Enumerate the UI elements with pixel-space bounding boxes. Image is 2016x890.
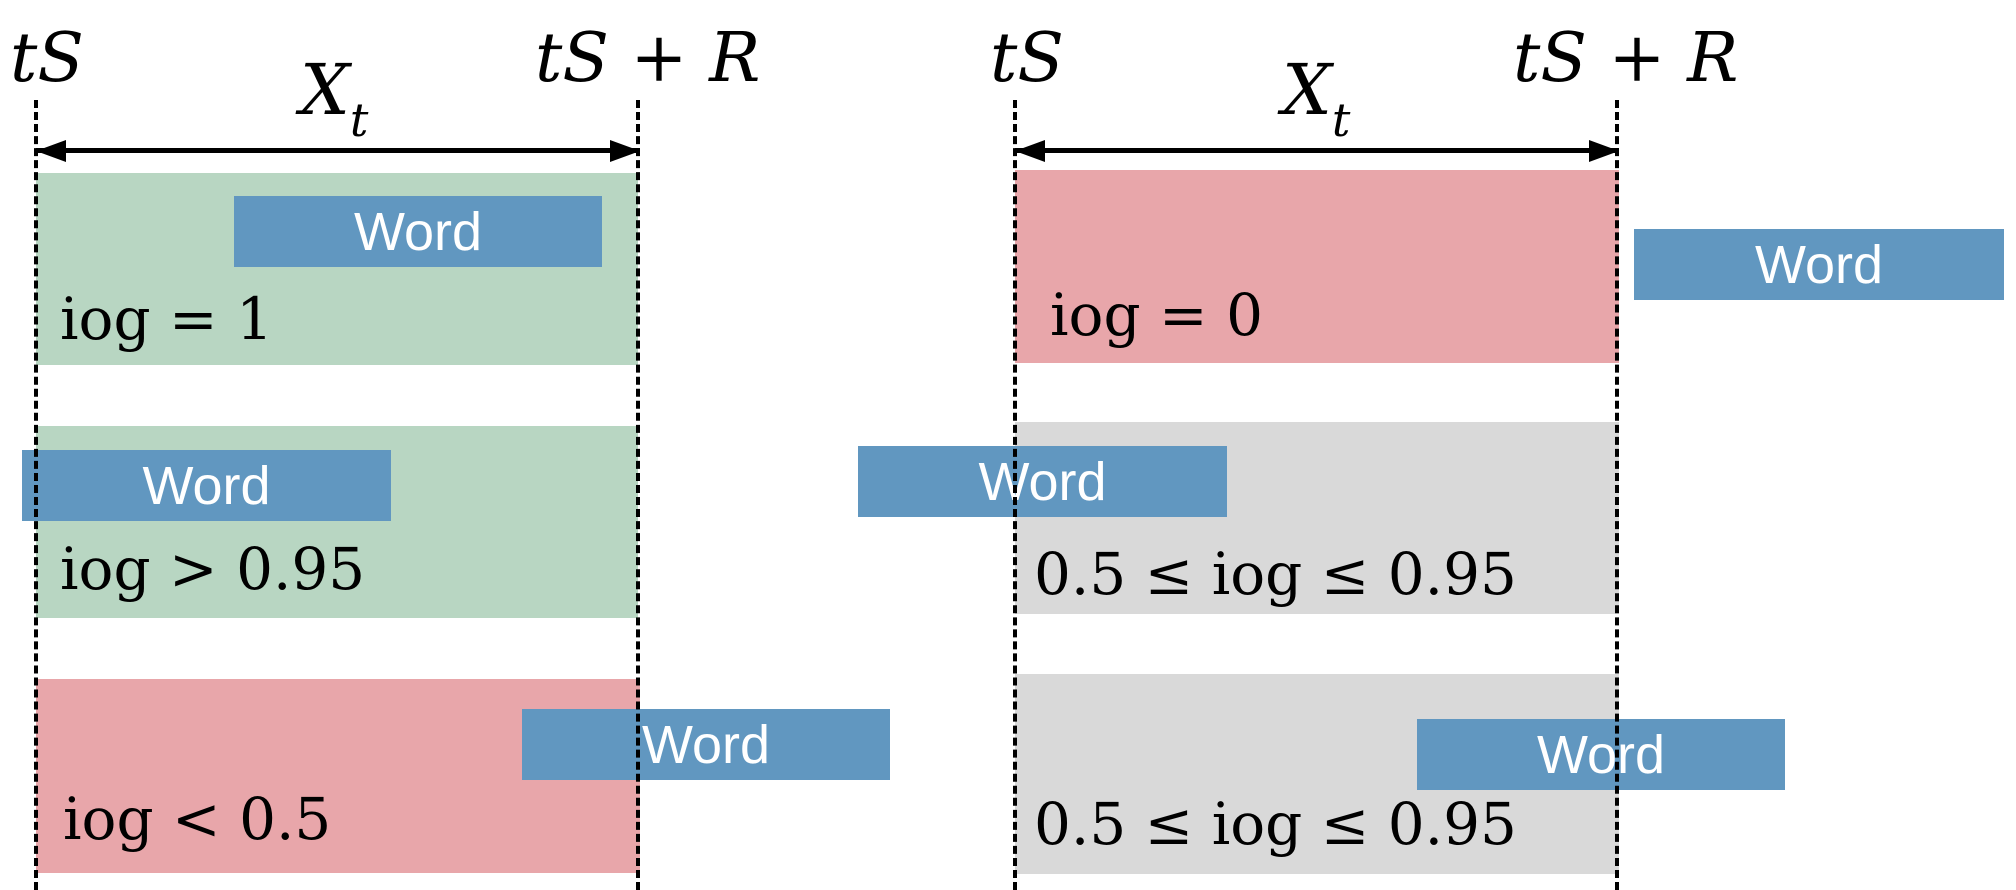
right-span-arrow bbox=[1015, 140, 1619, 162]
left-row-2-formula: iog > 0.95 bbox=[60, 535, 366, 603]
right-start-label: tS bbox=[990, 19, 1064, 98]
left-row-1-formula: iog = 1 bbox=[60, 285, 273, 353]
right-span-symbol: X bbox=[1282, 49, 1332, 131]
left-span-label: Xt bbox=[300, 55, 368, 143]
left-row-2-word: Word bbox=[22, 450, 391, 521]
right-row-3-formula: 0.5 ≤ iog ≤ 0.95 bbox=[1034, 790, 1517, 858]
right-end-marker bbox=[1615, 100, 1619, 890]
left-start-marker bbox=[34, 100, 38, 890]
left-row-3-word: Word bbox=[522, 709, 890, 780]
left-end-marker bbox=[636, 100, 640, 890]
left-span-subscript: t bbox=[349, 93, 369, 147]
right-end-label: tS + R bbox=[1513, 19, 1739, 98]
left-end-label: tS + R bbox=[535, 19, 761, 98]
left-span-arrow bbox=[36, 140, 640, 162]
left-start-label: tS bbox=[10, 19, 84, 98]
left-span-symbol: X bbox=[300, 49, 350, 131]
right-row-1-window bbox=[1015, 170, 1619, 363]
right-row-1-formula: iog = 0 bbox=[1050, 281, 1263, 349]
right-row-3-word: Word bbox=[1417, 719, 1785, 790]
right-row-2-word: Word bbox=[858, 446, 1227, 517]
right-row-2-formula: 0.5 ≤ iog ≤ 0.95 bbox=[1034, 540, 1517, 608]
left-row-1-word: Word bbox=[234, 196, 602, 267]
right-span-label: Xt bbox=[1282, 55, 1350, 143]
right-span-subscript: t bbox=[1331, 93, 1351, 147]
right-start-marker bbox=[1013, 100, 1017, 890]
right-row-1-word: Word bbox=[1634, 229, 2004, 300]
left-row-3-formula: iog < 0.5 bbox=[63, 785, 332, 853]
